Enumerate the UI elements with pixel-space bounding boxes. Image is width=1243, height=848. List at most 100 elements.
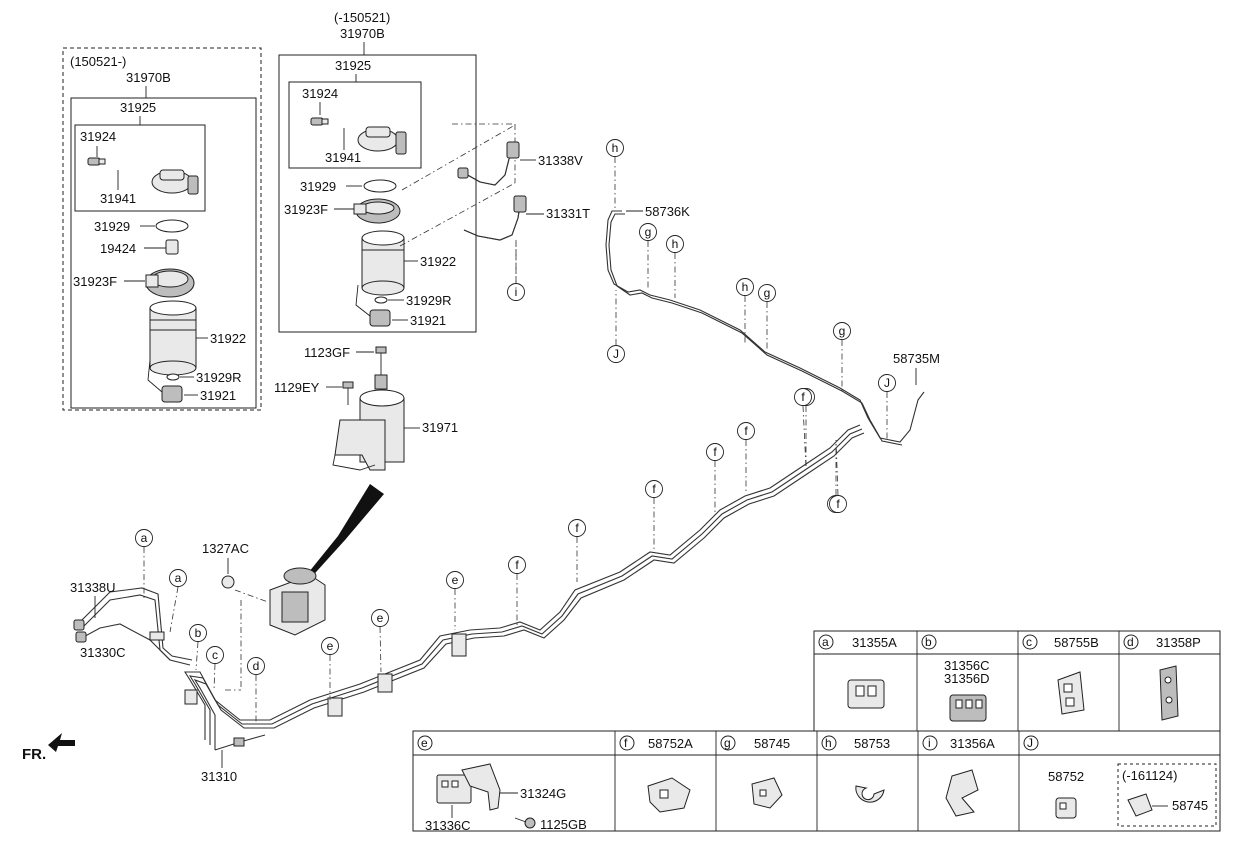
oring-icon bbox=[363, 179, 397, 193]
filter-cartridge-icon bbox=[149, 307, 197, 369]
label-31338V: 31338V bbox=[538, 153, 583, 168]
legend-part-31356C: 31356C bbox=[944, 658, 990, 673]
callout-circle bbox=[446, 571, 464, 589]
callout-letter-d: d bbox=[253, 659, 260, 673]
callout-letter-J: J bbox=[613, 347, 619, 361]
callout-letter-f: f bbox=[575, 521, 579, 535]
callout-letter-f: f bbox=[515, 558, 519, 572]
callout-letter-f: f bbox=[713, 445, 717, 459]
legend-part-58745-b: 58745 bbox=[1172, 798, 1208, 813]
bolt-icon bbox=[524, 817, 536, 829]
left-part-31923F: 31923F bbox=[73, 274, 117, 289]
legend-key-a: a bbox=[822, 635, 829, 649]
mid-subassembly-label: 31925 bbox=[335, 58, 371, 73]
legend-key-b: b bbox=[925, 635, 932, 649]
clip-d-icon bbox=[1159, 665, 1179, 721]
legend-key-d: d bbox=[1127, 635, 1134, 649]
callout-letter-g: g bbox=[839, 324, 846, 338]
legend-part-58755B: 58755B bbox=[1054, 635, 1099, 650]
callout-circle bbox=[794, 388, 812, 406]
left-part-31941: 31941 bbox=[100, 191, 136, 206]
mid-part-31922: 31922 bbox=[420, 254, 456, 269]
label-58736K: 58736K bbox=[645, 204, 690, 219]
callout-letter-g: g bbox=[764, 286, 771, 300]
legend-table: a 31355A b c 58755B d 31358P 31356C 3135… bbox=[412, 630, 1221, 833]
callout-leader bbox=[802, 405, 807, 469]
mid-subassembly-box bbox=[288, 81, 422, 169]
callout-circle bbox=[878, 374, 896, 392]
legend-key-J: J bbox=[1027, 736, 1033, 750]
callout-letter-e: e bbox=[377, 611, 384, 625]
left-outer-dashed-box bbox=[62, 47, 262, 411]
clip-i-icon bbox=[945, 769, 979, 817]
legend-part-31356D: 31356D bbox=[944, 671, 990, 686]
callout-circle bbox=[169, 569, 187, 587]
front-arrow-icon bbox=[48, 733, 75, 752]
label-1327AC: 1327AC bbox=[202, 541, 249, 556]
callout-letter-f: f bbox=[652, 482, 656, 496]
clip-c-icon bbox=[1057, 671, 1085, 715]
mid-part-31941: 31941 bbox=[325, 150, 361, 165]
mid-assembly-box bbox=[278, 54, 477, 333]
clip-a-icon bbox=[847, 679, 885, 709]
legend-part-31355A: 31355A bbox=[852, 635, 897, 650]
clip-g-icon bbox=[751, 777, 783, 809]
label-31330C: 31330C bbox=[80, 645, 126, 660]
mid-filter-group: (-150521) 31970B 31925 31924 31941 31929… bbox=[278, 10, 477, 333]
left-assembly-label: 31970B bbox=[126, 70, 171, 85]
callout-circle bbox=[247, 657, 265, 675]
callout-circle bbox=[371, 609, 389, 627]
legend-key-e: e bbox=[421, 736, 428, 750]
callout-circle bbox=[607, 345, 625, 363]
bolt-icon bbox=[342, 381, 354, 389]
callout-letter-J: J bbox=[884, 376, 890, 390]
callout-leader bbox=[213, 663, 216, 691]
main-pipe: 31338U 31330C 31310 bbox=[70, 424, 865, 784]
left-part-31922: 31922 bbox=[210, 331, 246, 346]
callout-circle bbox=[758, 284, 776, 302]
callout-letter-h: h bbox=[672, 237, 679, 251]
callout-letter-g: g bbox=[645, 225, 652, 239]
grommet-e-icon bbox=[436, 774, 472, 804]
label-31310: 31310 bbox=[201, 769, 237, 784]
callout-letter-e: e bbox=[452, 573, 459, 587]
grommet-icon bbox=[221, 575, 235, 589]
clip-j2-icon bbox=[1127, 793, 1153, 817]
callout-circle bbox=[737, 422, 755, 440]
left-part-31921: 31921 bbox=[200, 388, 236, 403]
callout-circle bbox=[645, 480, 663, 498]
callout-letter-f: f bbox=[801, 390, 805, 404]
callout-circle bbox=[639, 223, 657, 241]
callout-circle bbox=[206, 646, 224, 664]
label-58735M: 58735M bbox=[893, 351, 940, 366]
left-date-label: (150521-) bbox=[70, 54, 126, 69]
bracket-icon bbox=[461, 763, 501, 811]
sensor-icon bbox=[310, 117, 324, 126]
callout-letter-c: c bbox=[212, 648, 218, 662]
callout-circle bbox=[606, 139, 624, 157]
legend-part-58745: 58745 bbox=[754, 736, 790, 751]
label-1123GF: 1123GF bbox=[304, 345, 350, 360]
mid-assembly-label: 31970B bbox=[340, 26, 385, 41]
label-1129EY: 1129EY bbox=[274, 380, 320, 395]
left-part-31929R: 31929R bbox=[196, 370, 242, 385]
legend-part-31324G: 31324G bbox=[520, 786, 566, 801]
legend-part-58752: 58752 bbox=[1048, 769, 1084, 784]
left-subassembly-box bbox=[74, 124, 206, 212]
left-filter-group: (150521-) 31970B 31925 31924 31941 31929… bbox=[62, 47, 262, 411]
mid-part-31929R: 31929R bbox=[406, 293, 452, 308]
callout-leader bbox=[835, 439, 839, 496]
callout-letter-h: h bbox=[742, 280, 749, 294]
mid-part-31929: 31929 bbox=[300, 179, 336, 194]
plug-icon bbox=[165, 239, 179, 255]
oring-icon bbox=[155, 219, 189, 233]
callout-circle bbox=[666, 235, 684, 253]
legend-date-161124: (-161124) bbox=[1122, 768, 1177, 783]
callout-circle bbox=[706, 443, 724, 461]
filter-unit-31971: 1123GF 1129EY 31971 1327AC bbox=[202, 345, 458, 691]
legend-key-c: c bbox=[1026, 635, 1032, 649]
legend-part-58753: 58753 bbox=[854, 736, 890, 751]
callout-circle bbox=[508, 556, 526, 574]
callout-letter-e: e bbox=[327, 639, 334, 653]
